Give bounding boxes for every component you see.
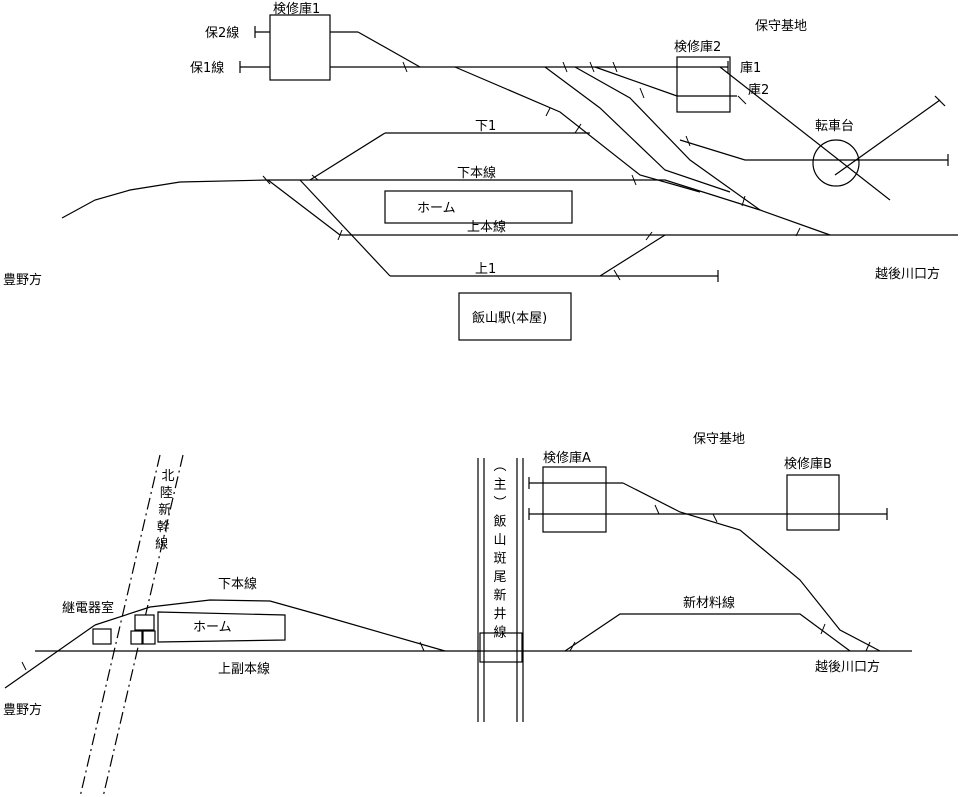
toward-right-label-top: 越後川口方 xyxy=(875,266,940,282)
relay-room-box-2 xyxy=(134,614,155,631)
track-shimo-main-label-bottom: 下本線 xyxy=(218,576,257,592)
shinkansen-label: 北陸新幹線 xyxy=(155,469,174,552)
depot-area-label-top: 保守基地 xyxy=(755,19,807,34)
shedA-box xyxy=(542,466,607,533)
kami1-left-connector xyxy=(299,179,391,277)
switch-ticks-bottom xyxy=(21,504,871,671)
bottom-diagram: 保守基地 検修庫A 検修庫B 継電器室 下本線 ホーム 上副本線 新材料線 豊野… xyxy=(3,432,912,797)
depot-lead-2 xyxy=(544,66,731,193)
shimo1-left-connector xyxy=(309,132,386,181)
platform-label-top: ホーム xyxy=(417,201,456,216)
shinkansen-line-b xyxy=(102,454,184,797)
toward-left-label-top: 豊野方 xyxy=(3,272,42,288)
track-ho2-connector xyxy=(357,31,421,68)
depot-lead-1 xyxy=(454,66,701,193)
depot-lead-3 xyxy=(574,66,831,236)
station-building-box xyxy=(458,292,572,341)
shedB-box xyxy=(786,474,840,531)
toward-right-label-bottom: 越後川口方 xyxy=(815,659,880,675)
shed2-label: 検修庫2 xyxy=(674,40,721,55)
switch-ticks-top xyxy=(262,61,801,281)
turntable-circle xyxy=(812,139,860,187)
toward-left-label-bottom: 豊野方 xyxy=(3,702,42,718)
relay-room-label: 継電器室 xyxy=(62,600,114,616)
depot-lead-4 xyxy=(679,139,948,161)
depot-area-label-bottom: 保守基地 xyxy=(693,432,745,447)
kami-main-left-connector xyxy=(267,179,341,236)
track-shimo-main-line-bottom xyxy=(94,599,446,652)
shed1-label: 検修庫1 xyxy=(273,2,320,17)
track-shimo-main-label-top: 下本線 xyxy=(457,165,496,181)
track-kami-main-label: 上本線 xyxy=(467,219,506,235)
station-building-label: 飯山駅(本屋) xyxy=(472,311,547,326)
kami1-right-connector xyxy=(599,234,666,277)
top-diagram: 保守基地 検修庫1 検修庫2 保2線 保1線 庫1 庫2 転車台 下1 下本線 … xyxy=(3,2,958,341)
platform-box-top xyxy=(384,190,573,224)
track-ko2-line xyxy=(594,66,678,97)
platform-box-bottom xyxy=(157,611,286,643)
road-crossing-box xyxy=(479,632,523,663)
track-left-lead xyxy=(4,624,96,689)
material-track-line xyxy=(564,613,851,652)
shed1-box xyxy=(269,14,331,81)
track-shimo-main-line xyxy=(61,179,761,219)
turntable-track-a xyxy=(719,66,891,201)
shed-track-upper-connector xyxy=(622,482,881,652)
track-ko1-label: 庫1 xyxy=(740,61,761,76)
shinkansen-line-a xyxy=(79,454,161,797)
shedB-label: 検修庫B xyxy=(784,457,832,472)
relay-room-box-4 xyxy=(142,630,156,645)
relay-room-box-3 xyxy=(130,630,143,645)
track-ko2-label: 庫2 xyxy=(748,83,769,98)
platform-label-bottom: ホーム xyxy=(193,620,232,635)
relay-room-box-1 xyxy=(92,628,112,645)
turntable-label: 転車台 xyxy=(815,119,854,134)
material-track-label: 新材料線 xyxy=(683,595,735,611)
shed2-box xyxy=(676,56,731,113)
road-label: ︵主︶飯山斑尾新井線 xyxy=(493,459,506,641)
track-kami-sub-main-label: 上副本線 xyxy=(218,661,270,677)
track-ho1-label: 保1線 xyxy=(190,60,224,76)
shedA-label: 検修庫A xyxy=(543,451,591,466)
turntable-track-b xyxy=(834,99,941,176)
track-shimo1-label: 下1 xyxy=(475,119,496,134)
track-ho2-label: 保2線 xyxy=(205,25,239,41)
track-kami1-label: 上1 xyxy=(475,262,496,277)
